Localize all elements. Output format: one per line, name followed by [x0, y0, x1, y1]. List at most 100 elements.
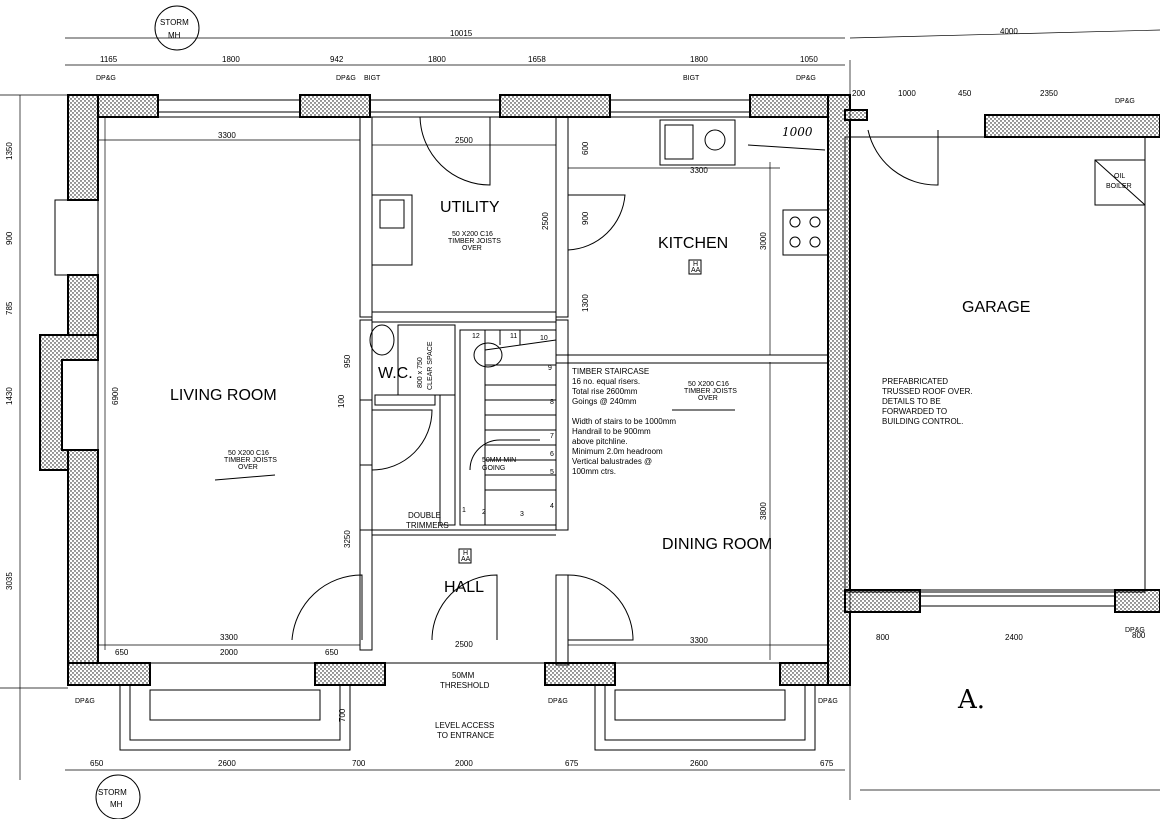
svg-text:100mm ctrs.: 100mm ctrs.: [572, 467, 616, 476]
dim-top-7: 1050: [800, 55, 818, 64]
svg-text:AA: AA: [691, 267, 701, 274]
label-threshold-2: THRESHOLD: [440, 681, 490, 690]
dim-bottom-2000: 2000: [220, 648, 238, 657]
label-dpc-7: DP&G: [818, 698, 838, 705]
bay-windows: [119, 685, 816, 751]
dim-brow-1: 650: [90, 759, 104, 768]
dim-garage-b3: 800: [1132, 631, 1146, 640]
svg-text:H: H: [693, 261, 698, 268]
room-dining: DINING ROOM: [662, 536, 772, 553]
room-hall: HALL: [444, 579, 484, 596]
label-bigt-1: BIGT: [364, 75, 381, 82]
dim-overall: 10015: [450, 29, 473, 38]
storm-manhole-bottom: STORM MH: [95, 774, 141, 819]
label-going-1: 50MM MIN: [482, 457, 516, 464]
dim-porch-700: 700: [338, 708, 347, 722]
svg-text:Goings @ 240mm: Goings @ 240mm: [572, 397, 637, 406]
door-swings: [291, 116, 1115, 641]
joist-note-living: 50 X200 C16 TIMBER JOISTS OVER: [214, 450, 277, 481]
wc-clear-space: [397, 324, 456, 396]
mh-top-line1: STORM: [160, 18, 189, 27]
label-threshold-1: 50MM: [452, 671, 475, 680]
dim-garage-1: 200: [852, 89, 866, 98]
svg-text:PREFABRICATED: PREFABRICATED: [882, 377, 948, 386]
dim-left-2: 900: [5, 231, 14, 245]
svg-text:16 no. equal risers.: 16 no. equal risers.: [572, 377, 640, 386]
dim-kitchen-600: 600: [581, 141, 590, 155]
dim-left-1: 1350: [5, 142, 14, 160]
label-to-entrance: TO ENTRANCE: [437, 731, 494, 740]
label-wc-clear: CLEAR SPACE: [427, 341, 434, 390]
dim-brow-2: 2600: [218, 759, 236, 768]
label-dpc-8: DP&G: [1125, 627, 1145, 634]
joist-note-dining: 50 X200 C16 TIMBER JOISTS OVER: [672, 381, 737, 411]
dim-left-5: 3035: [5, 572, 14, 590]
svg-text:AA: AA: [461, 556, 471, 563]
svg-text:50 X200 C16: 50 X200 C16: [688, 381, 729, 388]
dim-top-2: 1800: [222, 55, 240, 64]
dim-garage-b2: 2400: [1005, 633, 1023, 642]
room-garage: GARAGE: [962, 299, 1030, 316]
dim-hall-3250: 3250: [343, 530, 352, 548]
svg-text:Vertical balustrades @: Vertical balustrades @: [572, 457, 652, 466]
dim-kitchen-width: 3300: [690, 166, 708, 175]
dim-kitchen-900: 900: [581, 211, 590, 225]
label-wc-dim: 800 x 750: [417, 357, 424, 388]
svg-text:FORWARDED TO: FORWARDED TO: [882, 407, 947, 416]
label-trimmers: TRIMMERS: [406, 521, 449, 530]
svg-text:OVER: OVER: [238, 464, 258, 471]
storm-manhole-top: STORM MH: [154, 5, 200, 51]
staircase-notes: TIMBER STAIRCASE 16 no. equal risers. To…: [572, 367, 676, 476]
stair-num-8: 8: [550, 399, 554, 406]
dim-living-height: 6900: [111, 387, 120, 405]
label-dpc-2: DP&G: [336, 75, 356, 82]
dim-brow-6: 2600: [690, 759, 708, 768]
dim-garage-top: 4000: [1000, 27, 1018, 36]
stair-num-3: 3: [520, 511, 524, 518]
dim-bottom-650b: 650: [325, 648, 339, 657]
dim-top-5: 1658: [528, 55, 546, 64]
dim-top-3: 942: [330, 55, 344, 64]
dim-garage-4: 2350: [1040, 89, 1058, 98]
dim-utility-width: 2500: [455, 136, 473, 145]
svg-text:H: H: [463, 550, 468, 557]
handwritten-1000: 1000: [782, 125, 813, 139]
label-dpc-3: DP&G: [796, 75, 816, 82]
dim-top-1: 1165: [100, 55, 118, 64]
dim-kitchen-height: 3000: [759, 232, 768, 250]
stair-num-9: 9: [548, 365, 552, 372]
utility-sink: [371, 194, 413, 266]
dim-brow-3: 700: [352, 759, 366, 768]
dim-brow-7: 675: [820, 759, 834, 768]
label-dpc-5: DP&G: [75, 698, 95, 705]
label-going-2: GOING: [482, 465, 505, 472]
fixtures: [369, 119, 1146, 396]
label-oil: OIL: [1114, 173, 1125, 180]
kitchen-sink: [659, 119, 736, 166]
stair-num-2: 2: [482, 509, 486, 516]
mh-bottom-line2: MH: [110, 800, 123, 809]
label-level-access: LEVEL ACCESS: [435, 721, 494, 730]
hob: [782, 209, 829, 256]
dim-kitchen-1300: 1300: [581, 294, 590, 312]
oil-boiler: [1094, 159, 1146, 206]
svg-text:Width of stairs to be 1000mm: Width of stairs to be 1000mm: [572, 417, 676, 426]
dim-top-4: 1800: [428, 55, 446, 64]
joist-note-utility: 50 X200 C16 TIMBER JOISTS OVER: [448, 231, 501, 252]
dim-brow-5: 675: [565, 759, 579, 768]
label-dpc-6: DP&G: [548, 698, 568, 705]
stair-num-1: 1: [462, 507, 466, 514]
svg-text:BUILDING CONTROL.: BUILDING CONTROL.: [882, 417, 963, 426]
dim-wc-100: 100: [337, 394, 346, 408]
detector-hall: H AA: [458, 548, 472, 564]
dim-brow-4: 2000: [455, 759, 473, 768]
internal-walls: [97, 116, 829, 666]
dim-garage-3: 450: [958, 89, 972, 98]
svg-text:TRUSSED ROOF OVER.: TRUSSED ROOF OVER.: [882, 387, 973, 396]
garage-note: PREFABRICATED TRUSSED ROOF OVER. DETAILS…: [882, 377, 973, 426]
dim-living-width: 3300: [218, 131, 236, 140]
mh-bottom-line1: STORM: [98, 788, 127, 797]
wc-pan: [369, 324, 395, 356]
dim-living-bottom: 3300: [220, 633, 238, 642]
dim-utility-height: 2500: [541, 212, 550, 230]
